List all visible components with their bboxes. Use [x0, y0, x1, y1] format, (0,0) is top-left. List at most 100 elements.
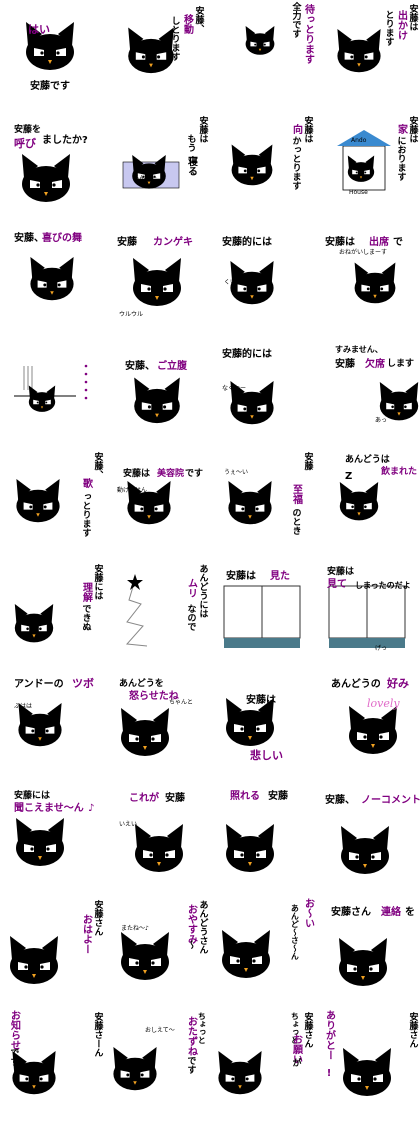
sticker-text: におります	[395, 136, 406, 181]
sticker-18[interactable]: 安藤は 美容院です動けません	[105, 448, 210, 560]
cat-illustration	[354, 262, 396, 304]
sticker-text: ツボ	[72, 677, 94, 690]
sticker-40[interactable]: 安藤さんありがとー!	[315, 1008, 420, 1120]
sticker-text: 歌	[80, 478, 92, 488]
sticker-29[interactable]: 安藤には聞こえませ〜ん♪	[0, 784, 105, 896]
sticker-text: 聞こえませ〜ん	[14, 803, 84, 814]
sticker-text: 照れる	[230, 791, 260, 802]
sticker-32[interactable]: 安藤、ノーコメント	[315, 784, 420, 896]
sticker-text: 安藤	[335, 359, 355, 370]
sticker-27[interactable]: 安藤は悲しい	[210, 672, 315, 784]
sticker-23[interactable]: 安藤は 見た	[210, 560, 315, 672]
cat-illustration	[12, 1051, 56, 1095]
sticker-37[interactable]: 安藤さーんお知らせです	[0, 1008, 105, 1120]
sticker-25[interactable]: アンドーのツボぶはは	[0, 672, 105, 784]
sticker-text: あんどうさん	[197, 900, 208, 954]
cat-illustration	[135, 824, 183, 872]
sticker-1[interactable]: はい安藤です	[0, 0, 105, 112]
sticker-12[interactable]: 安藤は出席でおねがいしまーす	[315, 224, 420, 336]
sticker-9[interactable]: 安藤、喜びの舞	[0, 224, 105, 336]
sticker-text: が	[290, 1058, 301, 1067]
sticker-text: lovely	[367, 697, 400, 710]
sticker-text: 理解	[80, 582, 92, 602]
sticker-text: おねがいしまーす	[339, 249, 388, 256]
sticker-text: 安藤は	[407, 4, 418, 31]
sticker-text: 安藤、	[325, 795, 355, 806]
sticker-text: すみません、	[335, 345, 383, 354]
sticker-text: 至福	[290, 484, 302, 504]
sticker-3[interactable]: 待っとります全力です	[210, 0, 315, 112]
sticker-text: 安藤、	[92, 452, 103, 479]
sticker-26[interactable]: あんどうを怒らせたねちゃんと	[105, 672, 210, 784]
sticker-text: 安藤さん	[331, 907, 371, 918]
sticker-text: 連絡	[381, 907, 401, 918]
sticker-22[interactable]: あんどうにはムリなので	[105, 560, 210, 672]
sticker-text: 安藤	[165, 793, 185, 804]
sticker-35[interactable]: お〜いあんど〜さ〜ん	[210, 896, 315, 1008]
sticker-33[interactable]: 安藤さんおはよー	[0, 896, 105, 1008]
sticker-text: あんどうの	[331, 679, 381, 690]
sticker-text: ちゃんと	[169, 699, 194, 706]
sticker-11[interactable]: 安藤的にはくいいね	[210, 224, 315, 336]
sticker-text: を	[405, 907, 415, 918]
cat-illustration	[113, 1047, 157, 1091]
sticker-13[interactable]	[0, 336, 105, 448]
cat-illustration	[16, 818, 64, 866]
cat-illustration	[228, 481, 272, 525]
cat-illustration	[10, 936, 58, 984]
sticker-text: 寝る	[185, 156, 197, 176]
cat-illustration	[128, 27, 174, 74]
sticker-text: おやすみ	[185, 904, 197, 944]
sticker-text: 安藤的には	[222, 349, 272, 360]
sticker-text: お〜い	[302, 898, 314, 928]
sticker-34[interactable]: あんどうさんおやすみ〜またね〜♪	[105, 896, 210, 1008]
sticker-4[interactable]: 安藤は出かけとります	[315, 0, 420, 112]
sticker-text: のとき	[290, 508, 301, 535]
sticker-text: またね〜♪	[121, 925, 149, 932]
sticker-19[interactable]: 安藤至福のときうぇ〜い	[210, 448, 315, 560]
sticker-36[interactable]: 安藤さん 連絡を	[315, 896, 420, 1008]
sticker-text: 安藤は	[246, 695, 276, 706]
sticker-10[interactable]: 安藤 カンゲキウルウル	[105, 224, 210, 336]
sticker-text: 安藤には	[92, 564, 103, 600]
sticker-text: 移動	[181, 14, 193, 34]
sticker-text: !	[323, 1068, 335, 1079]
sticker-text: 安藤を	[14, 125, 42, 135]
sticker-text: しまったのだよ	[355, 581, 411, 590]
sticker-31[interactable]: 照れる安藤もじもじ	[210, 784, 315, 896]
sticker-38[interactable]: ちょっとおたずねですおしえて〜	[105, 1008, 210, 1120]
sticker-text: 喜びの舞	[42, 233, 82, 244]
sticker-2[interactable]: 安藤、移動しとります	[105, 0, 210, 112]
sticker-text: ましたか?	[42, 135, 88, 146]
sticker-16[interactable]: すみません、安藤 欠席しますあっ	[315, 336, 420, 448]
cat-illustration	[349, 706, 397, 754]
sticker-15[interactable]: 安藤的にはなくわー	[210, 336, 315, 448]
sticker-text: おたずね	[185, 1016, 197, 1056]
sticker-text: もう	[185, 134, 196, 152]
sticker-text: ♪	[88, 803, 95, 814]
sticker-text: 悲しい	[250, 749, 283, 762]
sticker-text: おはよー	[80, 914, 92, 954]
cat-illustration	[245, 26, 275, 55]
cat-illustration	[121, 708, 169, 756]
sticker-5[interactable]: 安藤を呼びましたか?	[0, 112, 105, 224]
sticker-24[interactable]: 安藤は見てしまったのだよげっ	[315, 560, 420, 672]
sticker-text: 見た	[270, 571, 290, 582]
sticker-17[interactable]: 安藤、歌っとります	[0, 448, 105, 560]
cat-illustration	[337, 28, 381, 73]
sticker-30[interactable]: これが安藤いえい	[105, 784, 210, 896]
sticker-7[interactable]: 安藤は向かっとります	[210, 112, 315, 224]
sticker-14[interactable]: 安藤、ご立腹	[105, 336, 210, 448]
sticker-text: あんどうには	[197, 564, 208, 618]
cat-illustration	[14, 364, 88, 412]
sticker-21[interactable]: 安藤には理解できぬ	[0, 560, 105, 672]
sticker-text: これが	[129, 793, 159, 804]
cat-illustration	[337, 130, 391, 191]
cat-illustration	[218, 1051, 262, 1095]
sticker-text: はい	[28, 23, 50, 36]
sticker-39[interactable]: 安藤さんちょっとお願いが	[210, 1008, 315, 1120]
sticker-6[interactable]: 安藤はもう寝るあんどー	[105, 112, 210, 224]
